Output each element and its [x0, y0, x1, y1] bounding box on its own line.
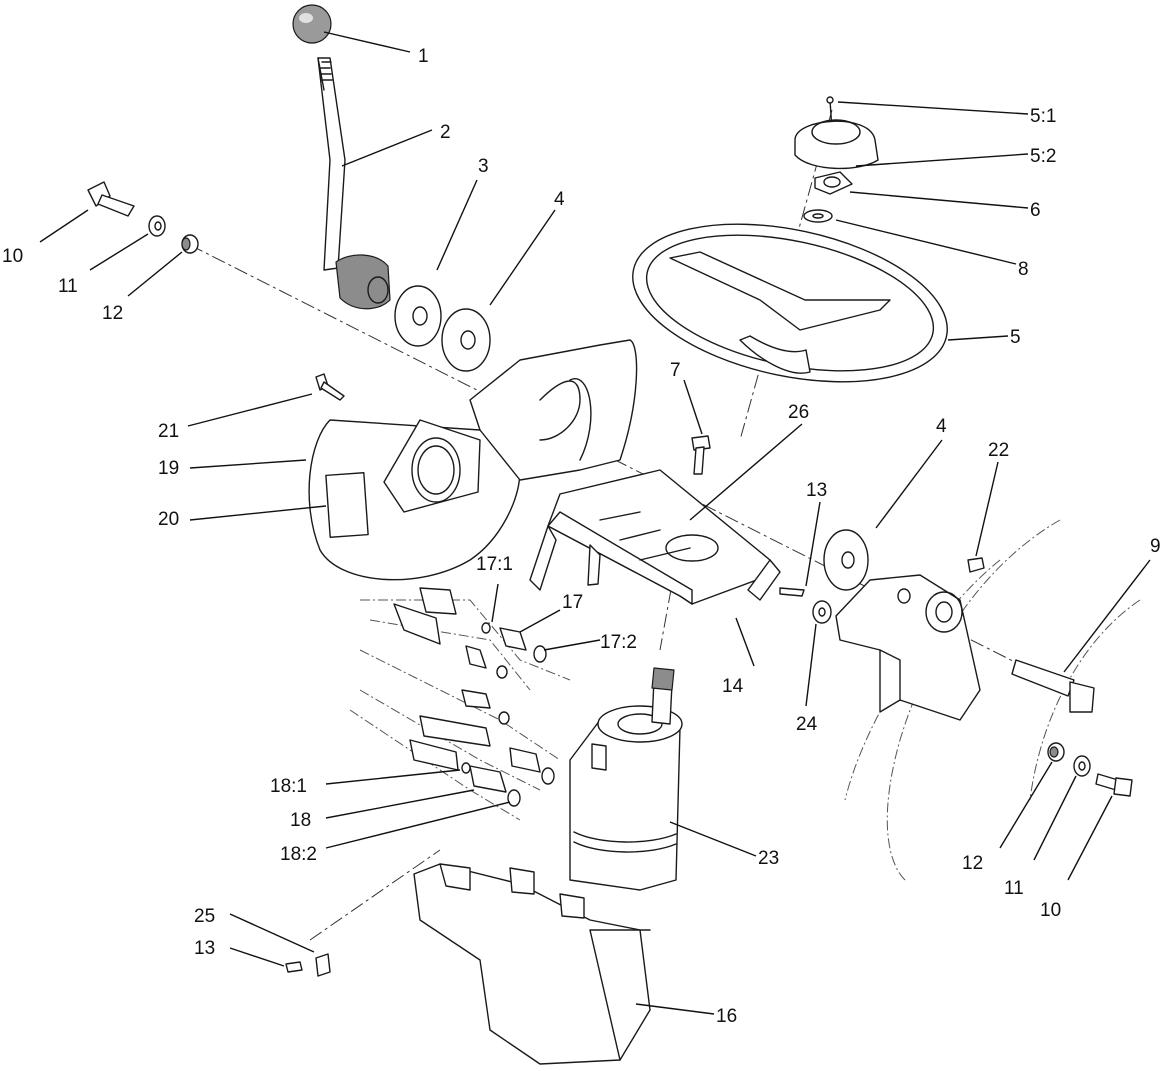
screw-part-22 [967, 557, 985, 573]
callout-13-bottom: 13 [194, 938, 215, 959]
shroud-part-16 [413, 863, 651, 1065]
spacer-part-12-right [1047, 742, 1065, 762]
callout-4-left: 4 [554, 189, 565, 210]
screw-part-13-right [779, 587, 805, 597]
callout-22: 22 [988, 440, 1009, 461]
mount-bracket [469, 339, 638, 481]
callout-labels: 1 2 3 4 4 5 5:1 5:2 6 7 8 9 10 10 11 11 … [2, 46, 1161, 1027]
cover-panel-part-19 [308, 419, 521, 581]
shift-lever-part-2 [317, 57, 391, 310]
callout-7: 7 [670, 360, 681, 381]
bracket-part-14 [529, 469, 781, 605]
callout-5-1: 5:1 [1030, 106, 1056, 127]
callout-12-right: 12 [962, 853, 983, 874]
callout-10-left: 10 [2, 246, 23, 267]
callout-17: 17 [562, 592, 583, 613]
callout-2: 2 [440, 122, 451, 143]
steering-unit-part-23 [569, 667, 683, 891]
callout-24: 24 [796, 714, 818, 735]
steering-wheel-part-5 [632, 223, 948, 383]
callout-18-2: 18:2 [280, 844, 317, 865]
callout-18-1: 18:1 [270, 776, 307, 797]
washer-part-11-right [1073, 755, 1091, 777]
callout-5-2: 5:2 [1030, 146, 1056, 167]
bolt-part-10-left [87, 181, 135, 217]
callout-25: 25 [194, 906, 215, 927]
washer-part-4-right [823, 529, 869, 591]
bolt-part-9 [1011, 659, 1095, 713]
bolt-part-10-right [1095, 773, 1133, 797]
callout-4-right: 4 [936, 416, 947, 437]
washer-part-24 [812, 600, 832, 624]
nut-part-6 [814, 171, 853, 195]
callout-8: 8 [1018, 259, 1029, 280]
fittings-group [393, 587, 555, 807]
washer-part-11-left [148, 215, 166, 237]
washer-part-4-left [441, 308, 491, 372]
callout-10-right: 10 [1040, 900, 1061, 921]
callout-5: 5 [1010, 327, 1021, 348]
callout-21: 21 [158, 421, 179, 442]
leader-lines [39, 31, 1151, 1015]
callout-17-1: 17:1 [476, 554, 513, 575]
screw-part-21 [315, 373, 345, 401]
callout-20: 20 [158, 509, 179, 530]
callout-1: 1 [418, 46, 429, 67]
callout-11-right: 11 [1004, 878, 1024, 899]
callout-17-2: 17:2 [600, 632, 637, 653]
bolt-part-7 [691, 435, 711, 475]
callout-18: 18 [290, 810, 311, 831]
pivot-bracket-right [835, 574, 981, 721]
callout-11-left: 11 [58, 276, 78, 297]
callout-9: 9 [1150, 536, 1161, 557]
callout-23: 23 [758, 848, 779, 869]
washer-part-3 [394, 285, 442, 347]
callout-19: 19 [158, 458, 179, 479]
callout-3: 3 [478, 156, 489, 177]
callout-14: 14 [722, 676, 744, 697]
callout-12-left: 12 [102, 303, 123, 324]
screw-part-13-bottom [285, 961, 303, 973]
callout-26: 26 [788, 402, 809, 423]
spacer-part-12-left [181, 234, 199, 254]
knob-part-1 [292, 4, 332, 44]
cap-part-5-2 [794, 119, 879, 170]
callout-6: 6 [1030, 200, 1041, 221]
callout-16: 16 [716, 1006, 737, 1027]
callout-13-right: 13 [806, 480, 827, 501]
washer-part-8 [803, 209, 833, 223]
clip-part-25 [315, 953, 331, 977]
